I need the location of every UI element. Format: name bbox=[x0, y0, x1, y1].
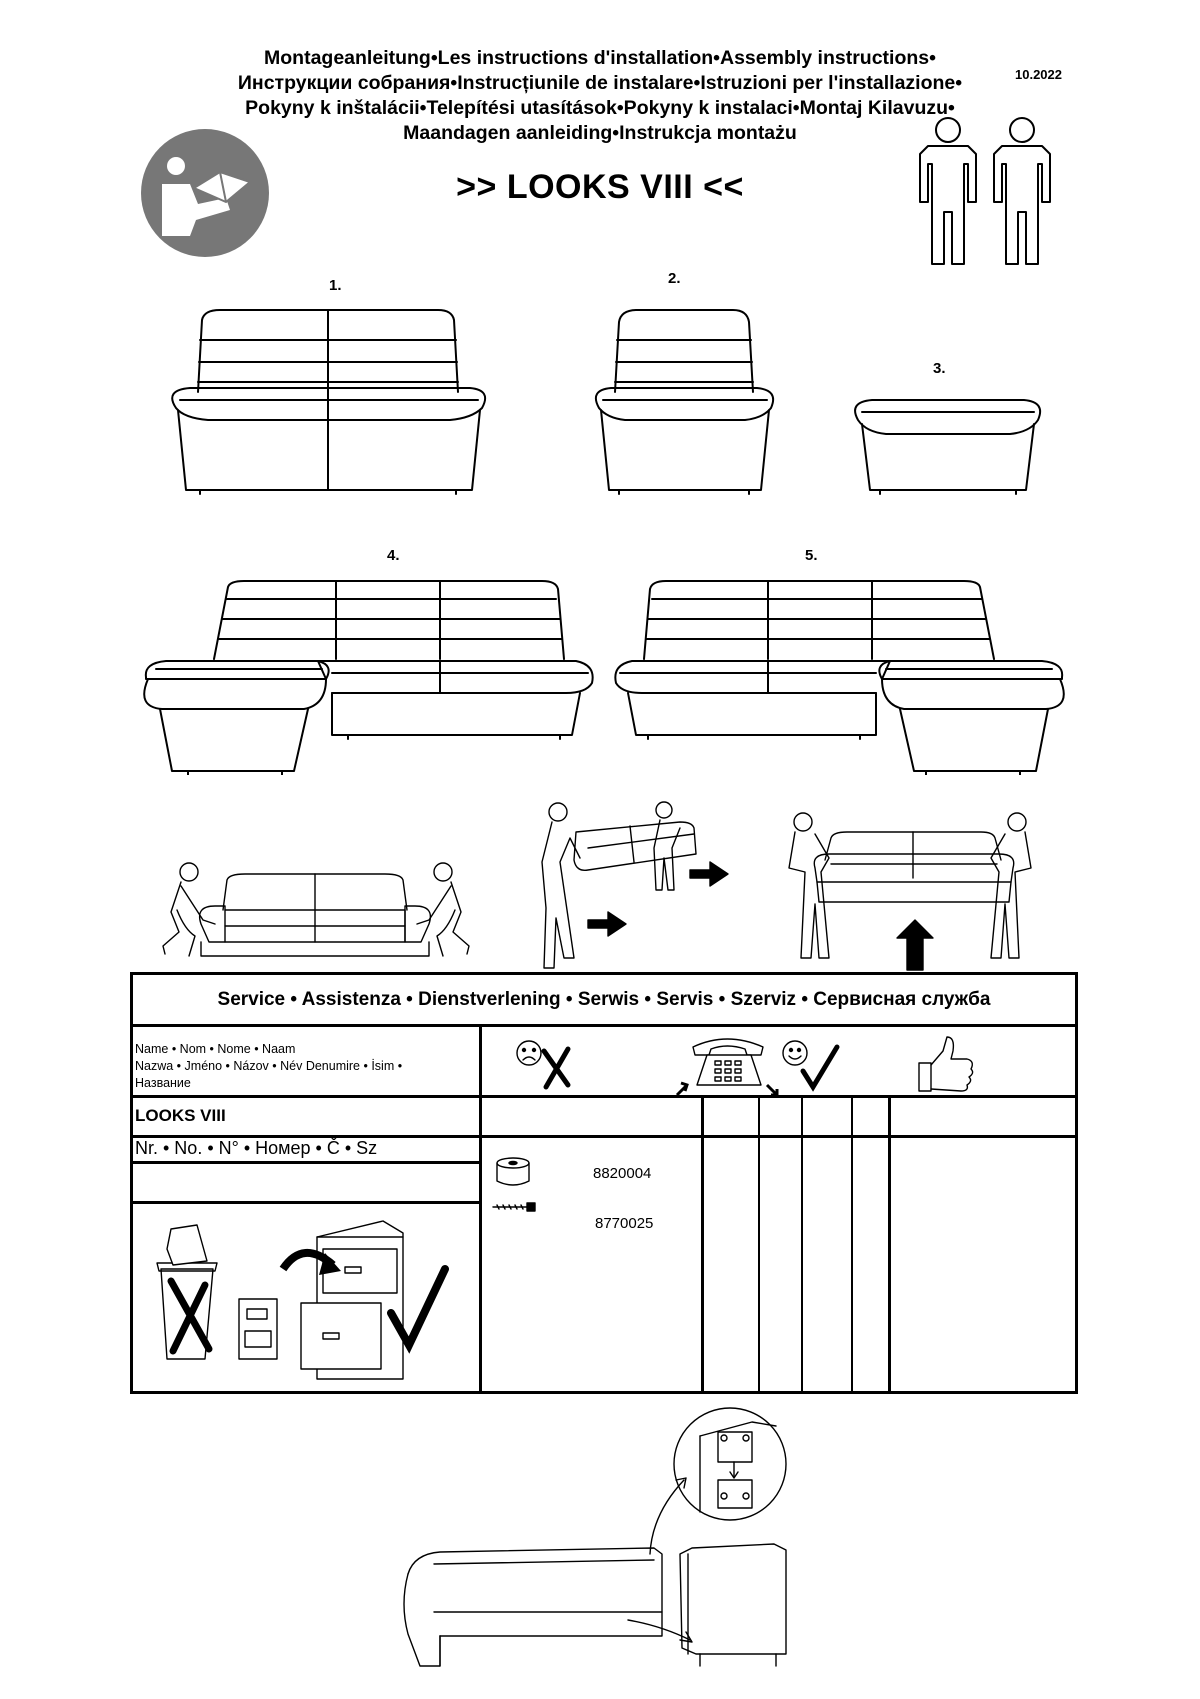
document-date: 10.2022 bbox=[1015, 67, 1062, 82]
config-number: 2. bbox=[668, 270, 681, 287]
connector-assembly-illustration bbox=[403, 1407, 787, 1667]
ottoman-drawing bbox=[854, 399, 1042, 495]
title-line: Maandagen aanleiding•Instrukcja montażu bbox=[403, 122, 797, 144]
thumbs-up-icon bbox=[918, 1036, 974, 1092]
title-line: Инструкции собрания•Instrucțiunile de in… bbox=[237, 72, 963, 94]
corner-sofa-left-chaise-drawing bbox=[143, 580, 594, 775]
sofa-single-seat-drawing bbox=[595, 309, 775, 495]
carry-crouch-illustration bbox=[162, 862, 470, 957]
part-code: 8770025 bbox=[595, 1215, 654, 1232]
carry-tilted-illustration bbox=[541, 801, 729, 969]
screw-icon bbox=[492, 1202, 536, 1212]
product-name: LOOKS VIII bbox=[135, 1106, 226, 1125]
cross-mark-icon bbox=[541, 1046, 571, 1090]
name-label-line: Название bbox=[135, 1076, 191, 1090]
product-title: >> LOOKS VIII << bbox=[456, 168, 744, 206]
carry-lift-illustration bbox=[788, 812, 1032, 971]
two-persons-icon bbox=[919, 117, 1051, 265]
name-label: Name • Nom • Nome • Naam Nazwa • Jméno •… bbox=[135, 1041, 402, 1092]
sofa-two-seat-drawing bbox=[171, 309, 486, 495]
config-number: 5. bbox=[805, 547, 818, 564]
spacer-roll-icon bbox=[496, 1157, 530, 1186]
keep-instructions-illustration bbox=[156, 1220, 449, 1380]
name-label-line: Name • Nom • Nome • Naam bbox=[135, 1042, 296, 1056]
name-label-line: Nazwa • Jméno • Názov • Név Denumire • İ… bbox=[135, 1059, 403, 1073]
service-table: Service • Assistenza • Dienstverlening •… bbox=[130, 972, 1078, 1394]
number-label: Nr. • No. • N° • Номер • Č • Sz bbox=[135, 1138, 378, 1158]
corner-sofa-right-chaise-drawing bbox=[614, 580, 1065, 775]
service-heading: Service • Assistenza • Dienstverlening •… bbox=[133, 975, 1075, 1027]
sad-face-icon bbox=[516, 1040, 542, 1066]
config-number: 4. bbox=[387, 547, 400, 564]
happy-face-check-icon bbox=[782, 1040, 840, 1092]
part-code: 8820004 bbox=[593, 1165, 652, 1182]
read-manual-icon bbox=[141, 129, 269, 257]
title-line: Pokyny k inštalácii•Telepítési utasításo… bbox=[245, 97, 955, 119]
assembly-instructions-title: Montageanleitung•Les instructions d'inst… bbox=[150, 46, 1050, 146]
telephone-icon bbox=[675, 1038, 779, 1097]
config-number: 3. bbox=[933, 360, 946, 377]
title-line: Montageanleitung•Les instructions d'inst… bbox=[264, 47, 936, 69]
config-number: 1. bbox=[329, 277, 342, 294]
